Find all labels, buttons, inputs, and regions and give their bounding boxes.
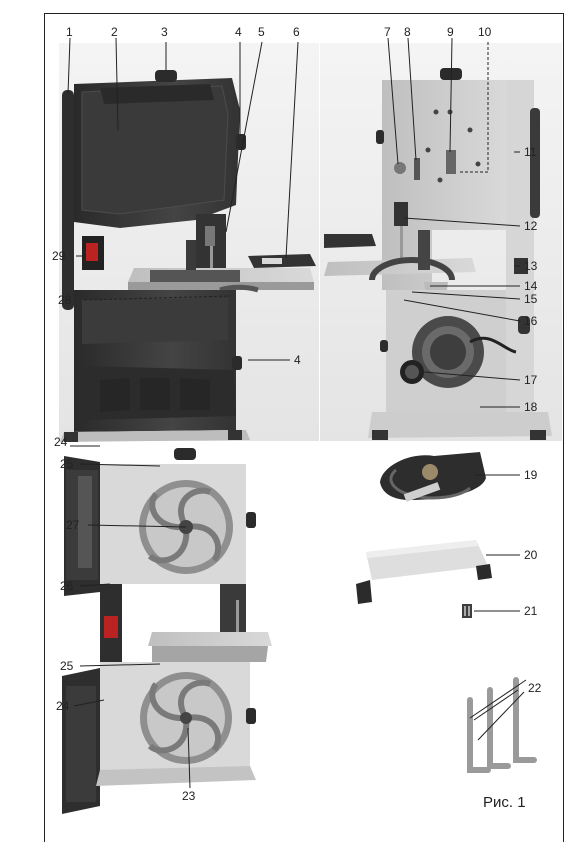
open-view-saw	[62, 448, 272, 814]
label-16: 16	[524, 314, 538, 328]
guide-knob-7	[394, 162, 406, 174]
rip-fence-post	[186, 240, 196, 270]
figure-frame	[44, 13, 564, 842]
front-base	[60, 430, 250, 442]
label-12: 12	[524, 219, 538, 233]
side-base	[368, 412, 552, 438]
figure-caption: Рис. 1	[483, 794, 526, 811]
label-26: 26	[60, 579, 74, 593]
label-18: 18	[524, 400, 538, 414]
rip-fence	[150, 270, 240, 282]
part-number-labels: 1 2 3 4 5 6 4 29 28 7 8 9 10 11 12 13 14…	[52, 25, 542, 803]
label-25-top: 25	[60, 457, 74, 471]
blade-insert	[462, 604, 472, 618]
side-frame-upper	[382, 80, 506, 290]
side-column	[506, 80, 534, 432]
label-29: 29	[52, 249, 66, 263]
label-13: 13	[524, 259, 538, 273]
label-9: 9	[447, 25, 454, 39]
leader-lines	[67, 37, 527, 789]
tension-knob	[155, 70, 177, 82]
label-11: 11	[524, 145, 537, 159]
label-24-top: 24	[54, 435, 68, 449]
lock-lever-9	[446, 150, 456, 174]
label-14: 14	[524, 279, 538, 293]
label-20: 20	[524, 548, 538, 562]
label-22: 22	[528, 681, 542, 695]
accessories	[356, 452, 537, 773]
label-4-lower: 4	[294, 353, 301, 367]
label-25-lower: 25	[60, 659, 74, 673]
power-switch	[86, 243, 98, 261]
label-24-lower: 24	[56, 699, 70, 713]
side-mitre-gauge	[324, 234, 376, 248]
saw-blade	[210, 246, 213, 286]
blade-guide	[394, 202, 408, 226]
tilt-arc	[369, 257, 455, 281]
label-19: 19	[524, 468, 538, 482]
label-2: 2	[111, 25, 118, 39]
label-27: 27	[66, 518, 80, 532]
label-5: 5	[258, 25, 265, 39]
label-7: 7	[384, 25, 391, 39]
label-23: 23	[182, 789, 196, 803]
open-power-switch	[104, 616, 118, 638]
label-28: 28	[58, 293, 72, 307]
side-knob-lower	[232, 356, 242, 370]
allen-keys	[467, 677, 537, 773]
label-17: 17	[524, 373, 538, 387]
blade-guard-strip	[62, 90, 74, 310]
open-table	[148, 632, 272, 646]
height-adjuster	[514, 258, 528, 274]
label-1: 1	[66, 25, 73, 39]
label-4-top: 4	[235, 25, 242, 39]
front-view-saw	[60, 70, 316, 442]
power-cord	[469, 336, 517, 354]
label-3: 3	[161, 25, 168, 39]
label-21: 21	[524, 604, 538, 618]
blade-brush	[530, 108, 540, 218]
label-10: 10	[478, 25, 492, 39]
label-8: 8	[404, 25, 411, 39]
guide-lever-8	[414, 158, 420, 180]
label-6: 6	[293, 25, 300, 39]
label-15: 15	[524, 292, 538, 306]
